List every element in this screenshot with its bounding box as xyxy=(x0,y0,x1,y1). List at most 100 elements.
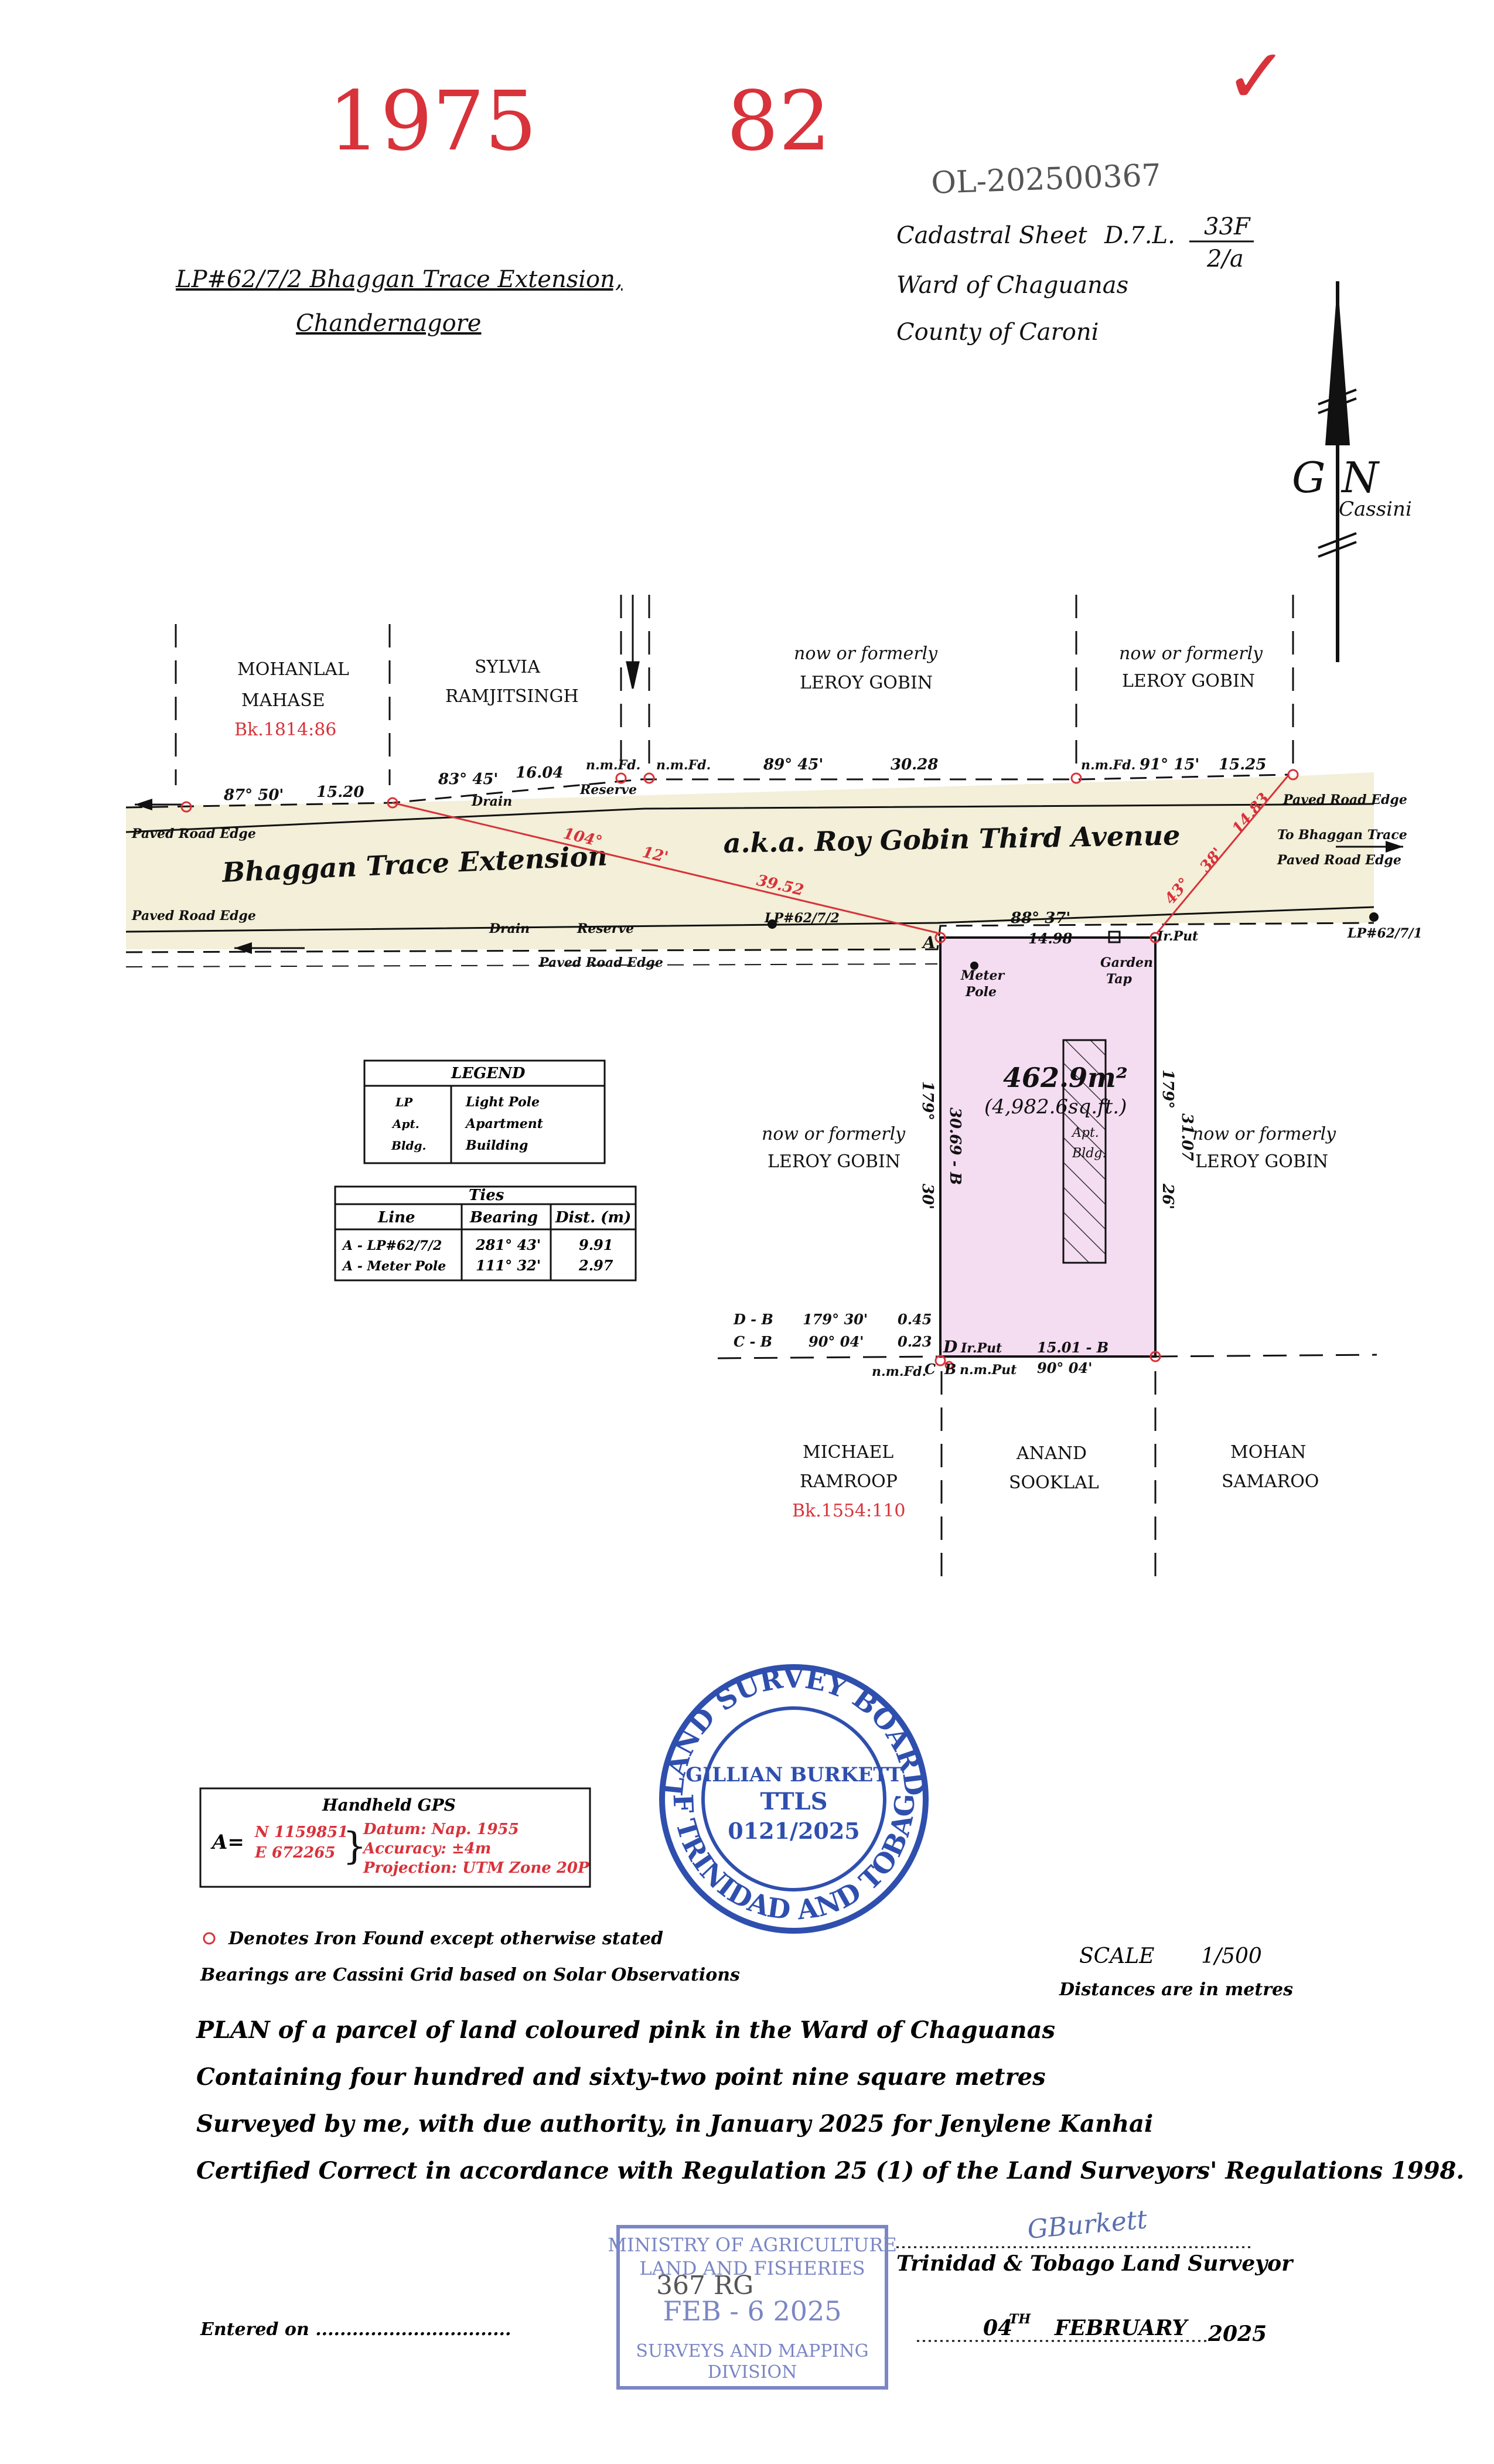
gps-e: E 672265 xyxy=(254,1844,335,1862)
gps-a: A= xyxy=(210,1831,244,1854)
to-bhaggan-label: To Bhaggan Trace xyxy=(1277,827,1407,843)
ties-header-line: Line xyxy=(377,1209,415,1226)
meter-label: Meter xyxy=(960,968,1005,983)
nof-1: now or formerly xyxy=(794,643,938,664)
dim-b1: 87° 50' xyxy=(223,786,284,804)
north-arrow-head xyxy=(1325,281,1350,445)
north-g: G xyxy=(1292,453,1326,502)
stamp-num: 0121/2025 xyxy=(728,1818,859,1844)
dim-lp-b: LP#62/7/1 xyxy=(1347,926,1423,941)
dim-nmfd-3: n.m.Fd. xyxy=(1081,758,1135,773)
pt-a: A xyxy=(921,933,936,952)
leroy-3: LEROY GOBIN xyxy=(768,1151,901,1172)
dim-b3: 89° 45' xyxy=(763,756,823,773)
dim-d2: 16.04 xyxy=(516,764,563,782)
reserve-label-bot: Reserve xyxy=(577,921,634,936)
pt-b: B xyxy=(944,1361,956,1378)
date-month: FEBRUARY xyxy=(1054,2316,1189,2340)
ties-row-0-line: A - LP#62/7/2 xyxy=(342,1238,442,1253)
neighbour-names: MOHANLAL MAHASE Bk.1814:86 SYLVIA RAMJIT… xyxy=(234,643,1336,1521)
date-year: 2025 xyxy=(1208,2322,1267,2346)
date-day: 04 xyxy=(983,2316,1012,2340)
pt-d: D xyxy=(943,1337,958,1357)
ties-table: Ties Line Bearing Dist. (m) A - LP#62/7/… xyxy=(334,1185,637,1282)
ministry-l2: LAND AND FISHERIES xyxy=(639,2257,865,2279)
pt-c: C xyxy=(925,1361,936,1378)
signature-area: GBurkett Trinidad & Tobago Land Surveyor… xyxy=(200,2204,1294,2346)
sheet-sub: 2/a xyxy=(1206,246,1244,272)
iron-symbol xyxy=(203,1932,216,1945)
mohanlal-bk: Bk.1814:86 xyxy=(234,720,336,740)
handwritten-markings: 1975 82 OL-202500367 ✓ xyxy=(328,32,1288,201)
notes: Denotes Iron Found except otherwise stat… xyxy=(200,1928,1293,2000)
ministry-stamp: MINISTRY OF AGRICULTURE LAND AND FISHERI… xyxy=(608,2225,897,2390)
mohan-1: MOHAN xyxy=(1230,1442,1306,1463)
dim-left-d: 30.69 - B xyxy=(946,1107,964,1185)
north-arrow: G N Cassini xyxy=(1292,281,1412,662)
ministry-date: FEB - 6 2025 xyxy=(663,2295,841,2327)
stamp-name: GILLIAN BURKETT xyxy=(685,1763,902,1787)
nof-3: now or formerly xyxy=(762,1124,906,1144)
anand-2: SOOKLAL xyxy=(1009,1473,1099,1493)
paved-edge-label-1: Paved Road Edge xyxy=(131,826,256,841)
dim-cb-d: 0.23 xyxy=(898,1333,932,1350)
ties-row-0-dist: 9.91 xyxy=(579,1236,613,1253)
dim-d3: 30.28 xyxy=(891,756,938,773)
survey-ties xyxy=(180,769,1379,1370)
gps-accuracy: Accuracy: ±4m xyxy=(361,1840,491,1858)
paved-edge-label-4: Paved Road Edge xyxy=(1282,792,1407,807)
stamp-ttls: TTLS xyxy=(760,1788,827,1815)
dim-irput: Ir.Put xyxy=(1157,929,1198,944)
dim-left-b: 179° xyxy=(919,1081,936,1120)
top-mid-number: 82 xyxy=(726,74,831,169)
mohan-2: SAMAROO xyxy=(1222,1471,1319,1492)
plan-description: PLAN of a parcel of land coloured pink i… xyxy=(196,2016,1464,2184)
scale-value: 1/500 xyxy=(1201,1944,1262,1968)
area-m2: 462.9m² xyxy=(1003,1062,1128,1093)
legend-meaning-2: Building xyxy=(465,1138,528,1153)
legend-title: LEGEND xyxy=(451,1065,526,1082)
reserve-label-top: Reserve xyxy=(579,782,637,798)
michael-bk: Bk.1554:110 xyxy=(792,1501,905,1521)
tap-label: Tap xyxy=(1106,972,1133,987)
dim-cb-b: 90° 04' xyxy=(809,1333,864,1350)
parcel: 462.9m² (4,982.6sq.ft.) Apt. Bldg. xyxy=(939,936,1157,1358)
ward-label: Ward of Chaguanas xyxy=(896,272,1128,299)
plan-line-3: Surveyed by me, with due authority, in J… xyxy=(196,2110,1153,2138)
dim-bottom-d: 15.01 - B xyxy=(1037,1339,1108,1356)
signature-scribble: GBurkett xyxy=(1026,2204,1149,2245)
dim-d5: 14.98 xyxy=(1028,930,1072,947)
gps-box: Handheld GPS A= N 1159851 E 672265 } Dat… xyxy=(199,1787,591,1888)
cadastral-sheet-label: Cadastral Sheet xyxy=(896,222,1087,249)
ties-header-dist: Dist. (m) xyxy=(555,1209,631,1226)
dim-lp-a: LP#62/7/2 xyxy=(764,911,840,926)
drain-label-bot: Drain xyxy=(489,921,530,936)
dim-nmfd-1: n.m.Fd. xyxy=(586,758,640,773)
sylvia-2: RAMJITSINGH xyxy=(445,686,579,707)
legend-meaning-0: Light Pole xyxy=(465,1095,540,1110)
file-ref: OL-202500367 xyxy=(930,158,1161,201)
gps-datum: Datum: Nap. 1955 xyxy=(363,1821,519,1838)
legend-abbr-0: LP xyxy=(395,1095,413,1109)
date-sup: TH xyxy=(1009,2312,1031,2327)
dim-db-d: 0.45 xyxy=(898,1311,932,1328)
road-fill xyxy=(126,772,1374,949)
leroy-2: LEROY GOBIN xyxy=(1122,671,1255,691)
surveyor-title: Trinidad & Tobago Land Surveyor xyxy=(896,2251,1294,2276)
garden-label: Garden xyxy=(1100,955,1153,970)
nof-2: now or formerly xyxy=(1119,643,1263,664)
sylvia-1: SYLVIA xyxy=(475,657,540,677)
ties-row-1-bearing: 111° 32' xyxy=(476,1257,541,1274)
sheet-number: 33F xyxy=(1204,213,1251,240)
dim-d4: 15.25 xyxy=(1219,756,1266,773)
irput-d: Ir.Put xyxy=(960,1341,1002,1356)
nmfd-c: n.m.Fd. xyxy=(872,1364,926,1379)
dim-b2: 83° 45' xyxy=(438,771,498,788)
lp-title: LP#62/7/2 Bhaggan Trace Extension, xyxy=(175,266,623,293)
legend-meaning-1: Apartment xyxy=(465,1116,543,1132)
ties-title: Ties xyxy=(469,1187,504,1204)
county-label: County of Caroni xyxy=(896,319,1099,346)
legend-abbr-1: Apt. xyxy=(391,1117,419,1131)
dim-right-b: 179° xyxy=(1159,1069,1176,1109)
